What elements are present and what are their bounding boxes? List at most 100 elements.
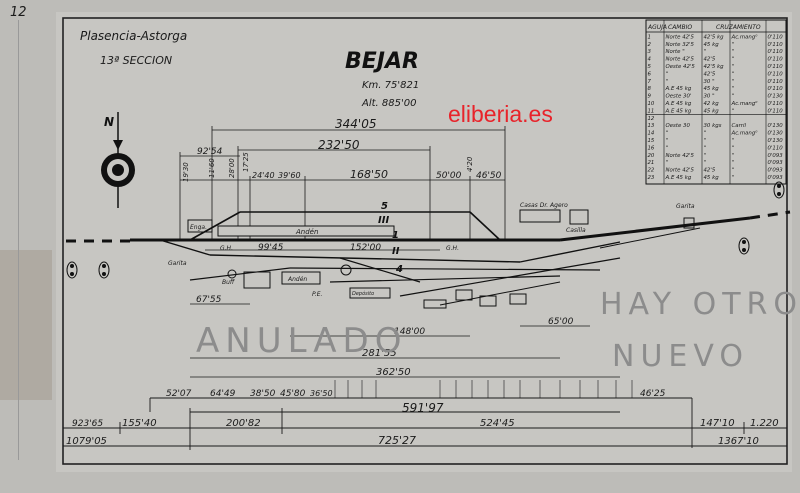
dim-64: 64'49 <box>210 389 236 399</box>
table-row: 6"42'5"0'110 <box>648 71 784 77</box>
table-cell: 42'5 <box>704 168 716 174</box>
casilla-label: Casilla <box>566 227 586 234</box>
table-cell: 5 <box>648 64 652 70</box>
dim-200: 200'82 <box>226 418 261 429</box>
table-cell: 0'130 <box>768 131 784 137</box>
table-cell: 0'130 <box>768 138 784 144</box>
table-cell: 42 kg <box>704 101 720 107</box>
table-cell: 23 <box>648 175 655 181</box>
table-cell: 0'110 <box>768 34 784 40</box>
andon-label: Andén <box>295 228 318 236</box>
andon-label-2: Andén <box>287 276 307 283</box>
table-cell: 0'093 <box>768 153 784 159</box>
table-header: CRUZAMIENTO <box>716 24 761 31</box>
table-cell: 2 <box>648 42 652 48</box>
table-cell: " <box>732 49 734 55</box>
table-header: AGUJA <box>647 24 667 31</box>
table-cell: " <box>666 160 668 166</box>
dim-52: 52'07 <box>166 389 192 399</box>
table-cell: 0'110 <box>768 42 784 48</box>
table-cell: 42'5 <box>704 71 716 77</box>
table-cell: Norte " <box>666 49 685 55</box>
track-layout <box>66 210 791 306</box>
table-cell: Oeste 30' <box>666 94 692 100</box>
table-cell: Ac.mang⁰ <box>731 33 759 40</box>
dim-725: 725'27 <box>378 434 416 447</box>
table-cell: " <box>704 131 706 137</box>
dim-67: 67'55 <box>196 295 222 305</box>
table-cell: " <box>666 71 668 77</box>
table-cell: " <box>732 138 734 144</box>
dim-50: 50'00 <box>436 171 462 181</box>
dim-147: 147'10 <box>700 418 735 429</box>
table-cell: 30 " <box>704 94 715 100</box>
dim-232: 232'50 <box>318 138 360 152</box>
dim-v28: 28'00 <box>228 158 236 178</box>
signal-icons <box>66 181 785 279</box>
dim-168: 168'50 <box>350 168 388 181</box>
table-cell: 30 kgs <box>704 123 722 129</box>
table-cell: 0'130 <box>768 123 784 129</box>
table-cell: " <box>732 153 734 159</box>
table-cell: Norte 42'5 <box>666 153 695 159</box>
table-cell: 7 <box>648 79 652 85</box>
vertical-dim-ticks <box>334 380 633 398</box>
table-cell: 21 <box>648 160 655 166</box>
table-cell: 12 <box>648 116 655 122</box>
table-cell: " <box>704 138 706 144</box>
dim-362: 362'50 <box>376 367 411 378</box>
dim-v19: 19'30 <box>182 162 190 182</box>
top-dimensions <box>179 126 506 240</box>
track-1-label: 1 <box>392 230 399 241</box>
table-cell: 4 <box>648 57 652 63</box>
table-cell: 45 kg <box>704 108 720 114</box>
table-cell: 0'110 <box>768 57 784 63</box>
table-cell: 0'110 <box>768 64 784 70</box>
table-cell: A.E 45 kg <box>665 86 692 92</box>
engine-shed-label: Enga. <box>190 224 207 231</box>
table-cell: 1 <box>648 34 651 40</box>
table-cell: " <box>732 86 734 92</box>
north-arrow <box>101 112 135 208</box>
dim-344: 344'05 <box>335 117 376 131</box>
table-cell: 20 <box>648 153 655 159</box>
pencil-nuevo-note: NUEVO <box>612 339 749 374</box>
dim-148: 148'00 <box>394 327 425 337</box>
dim-923: 923'65 <box>72 419 103 429</box>
dim-524: 524'45 <box>480 418 515 429</box>
table-cell: 0'130 <box>768 94 784 100</box>
table-row: 21"""0'093 <box>648 160 784 166</box>
section-label: 13ª SECCION <box>100 54 172 67</box>
signal-gh-label-2: G.H. <box>446 245 459 252</box>
table-cell: 42'5 <box>704 57 716 63</box>
table-cell: " <box>704 49 706 55</box>
dim-591: 591'97 <box>402 401 444 415</box>
dim-99: 99'45 <box>258 243 284 253</box>
left-margin-line <box>18 20 19 460</box>
dim-45: 45'80 <box>280 389 306 399</box>
table-cell: Norte 42'5 <box>666 168 695 174</box>
table-cell: A.E 45 kg <box>665 108 692 114</box>
dim-152: 152'00 <box>350 243 381 253</box>
station-altitude: Alt. 885'00 <box>361 98 416 109</box>
buildings <box>187 209 695 309</box>
mid-dimensions <box>190 249 620 378</box>
table-cell: 42'5 kg <box>704 64 725 70</box>
table-cell: Norte 42'5 <box>666 57 695 63</box>
table-cell: " <box>732 160 734 166</box>
table-cell: " <box>732 168 734 174</box>
table-cell: 45 kg <box>704 175 720 181</box>
table-cell: 45 kg <box>704 42 720 48</box>
dim-1367: 1367'10 <box>718 436 759 447</box>
table-header: CAMBIO <box>668 24 692 31</box>
table-cell: 0'093 <box>768 168 784 174</box>
table-cell: " <box>732 79 734 85</box>
table-cell: " <box>732 145 734 151</box>
